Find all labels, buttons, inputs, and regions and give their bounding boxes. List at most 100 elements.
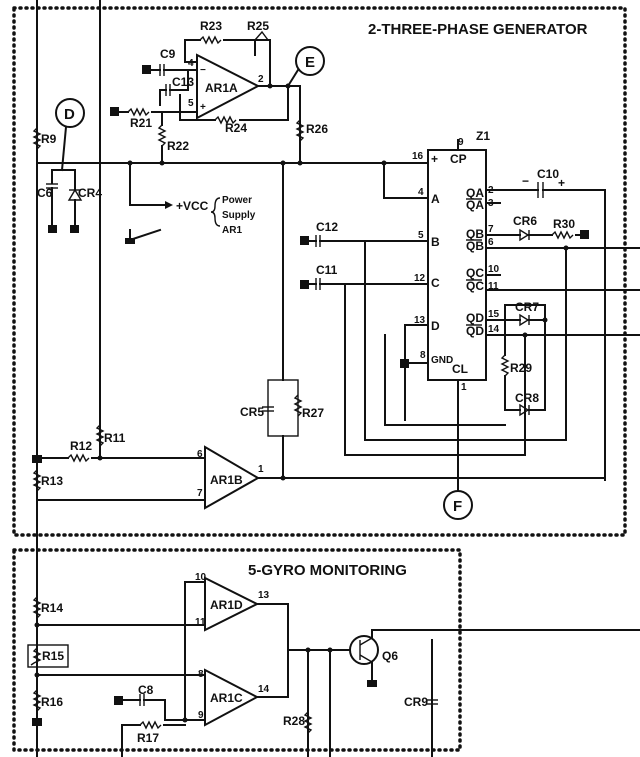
z1-pin16: 16 xyxy=(412,151,424,162)
z1-cl: CL xyxy=(452,362,468,376)
ar1d-op-amp: AR1D 10 11 13 xyxy=(195,572,270,632)
z1-a: A xyxy=(431,192,440,206)
label-r25: R25 xyxy=(247,19,269,33)
z1-qb-bar: QB xyxy=(466,239,484,253)
ar1a-op-amp: AR1A 4 5 2 − + xyxy=(188,53,264,120)
cr5-r27-group xyxy=(262,162,303,479)
z1-cp: CP xyxy=(450,152,467,166)
z1-qa-bar: QA xyxy=(466,198,484,212)
label-cr7: CR7 xyxy=(515,300,539,314)
power-supply-ground xyxy=(125,228,162,244)
label-r16: R16 xyxy=(41,695,63,709)
node-d-label: D xyxy=(64,106,75,123)
z1-plus: + xyxy=(431,152,438,166)
label-r22: R22 xyxy=(167,139,189,153)
junction-dots xyxy=(34,83,569,723)
label-r21: R21 xyxy=(130,116,152,130)
z1-qd-bar: QD xyxy=(466,324,484,338)
z1-pin7: 7 xyxy=(488,224,494,235)
z1-gnd: GND xyxy=(431,355,453,366)
z1-qc-bar: QC xyxy=(466,279,484,293)
node-e: E xyxy=(286,46,325,88)
power-line2: Supply xyxy=(222,210,256,221)
ar1a-pin5: 5 xyxy=(188,98,194,109)
z1-b: B xyxy=(431,235,440,249)
ar1b-wiring xyxy=(32,424,606,501)
r9-resistor xyxy=(32,127,42,150)
z1-pin11: 11 xyxy=(488,281,499,292)
z1-qa: QA xyxy=(466,186,484,200)
ar1d-label: AR1D xyxy=(210,598,243,612)
ar1a-wiring xyxy=(110,30,305,164)
component-labels: R9 R11 R12 R13 R14 R15 R16 R17 R21 R22 R… xyxy=(37,19,575,745)
label-r15: R15 xyxy=(42,649,64,663)
ar1a-pin2: 2 xyxy=(258,74,264,85)
node-f: F xyxy=(443,490,473,520)
vcc-label: +VCC xyxy=(176,199,209,213)
gyro-section-border xyxy=(12,548,462,752)
z1-pin8: 8 xyxy=(420,350,426,361)
z1-pin15: 15 xyxy=(488,309,500,320)
z1-pin1: 1 xyxy=(461,382,467,393)
label-q6: Q6 xyxy=(382,649,398,663)
ar1b-pin6: 6 xyxy=(197,449,203,460)
ar1d-pin11: 11 xyxy=(195,617,206,628)
c10-plus: + xyxy=(558,176,565,190)
vertical-bus-lines xyxy=(36,0,101,757)
label-r27: R27 xyxy=(302,406,324,420)
ar1d-pin10: 10 xyxy=(195,572,207,583)
label-c11: C11 xyxy=(316,263,338,277)
label-r13: R13 xyxy=(41,474,63,488)
power-line3: AR1 xyxy=(222,225,242,236)
ar1b-pin1: 1 xyxy=(258,464,264,475)
ar1a-pin4: 4 xyxy=(188,58,194,69)
z1-pin6: 6 xyxy=(488,237,494,248)
z1-qb: QB xyxy=(466,227,484,241)
ar1b-op-amp: AR1B 6 7 1 xyxy=(197,445,264,510)
z1-pin10: 10 xyxy=(488,264,500,275)
label-r23: R23 xyxy=(200,19,222,33)
ar1b-pin7: 7 xyxy=(197,488,203,499)
main-rail xyxy=(36,162,429,209)
z1-pin14: 14 xyxy=(488,324,500,335)
ar1d-pin13: 13 xyxy=(258,590,270,601)
z1-qd: QD xyxy=(466,311,484,325)
q6-transistor xyxy=(349,629,640,687)
power-supply-note: +VCC Power Supply AR1 xyxy=(176,195,256,236)
label-c10: C10 xyxy=(537,167,559,181)
ar1c-label: AR1C xyxy=(210,691,243,705)
ar1c-pin14: 14 xyxy=(258,684,270,695)
c10-minus: − xyxy=(522,174,529,188)
label-r11: R11 xyxy=(104,431,126,445)
label-c9: C9 xyxy=(160,47,176,61)
z1-qc: QC xyxy=(466,266,484,280)
label-r17: R17 xyxy=(137,731,159,745)
z1-d: D xyxy=(431,319,440,333)
label-c13: C13 xyxy=(172,75,194,89)
z1-c: C xyxy=(431,276,440,290)
z1-ref: Z1 xyxy=(476,129,490,143)
label-c8: C8 xyxy=(138,683,154,697)
label-r14: R14 xyxy=(41,601,63,615)
ar1a-plus: + xyxy=(200,102,206,113)
label-cr8: CR8 xyxy=(515,391,539,405)
label-cr4: CR4 xyxy=(78,186,102,200)
ar1c-pin9: 9 xyxy=(198,710,204,721)
label-r12: R12 xyxy=(70,439,92,453)
label-cr5: CR5 xyxy=(240,405,264,419)
z1-pin4: 4 xyxy=(418,187,424,198)
label-cr9: CR9 xyxy=(404,695,428,709)
node-f-label: F xyxy=(453,498,462,515)
gyro-wiring xyxy=(27,581,438,757)
z1-pin12: 12 xyxy=(414,273,426,284)
label-c6: C6 xyxy=(37,186,53,200)
generator-section-border xyxy=(12,6,627,537)
z1-pin9: 9 xyxy=(458,137,464,148)
label-r28: R28 xyxy=(283,714,305,728)
ar1b-label: AR1B xyxy=(210,473,243,487)
ar1a-label: AR1A xyxy=(205,81,238,95)
node-e-label: E xyxy=(305,54,315,71)
label-r29: R29 xyxy=(510,361,532,375)
z1-counter: Z1 CP + A B C D GND CL QA QA QB QB QC QC… xyxy=(412,129,500,393)
